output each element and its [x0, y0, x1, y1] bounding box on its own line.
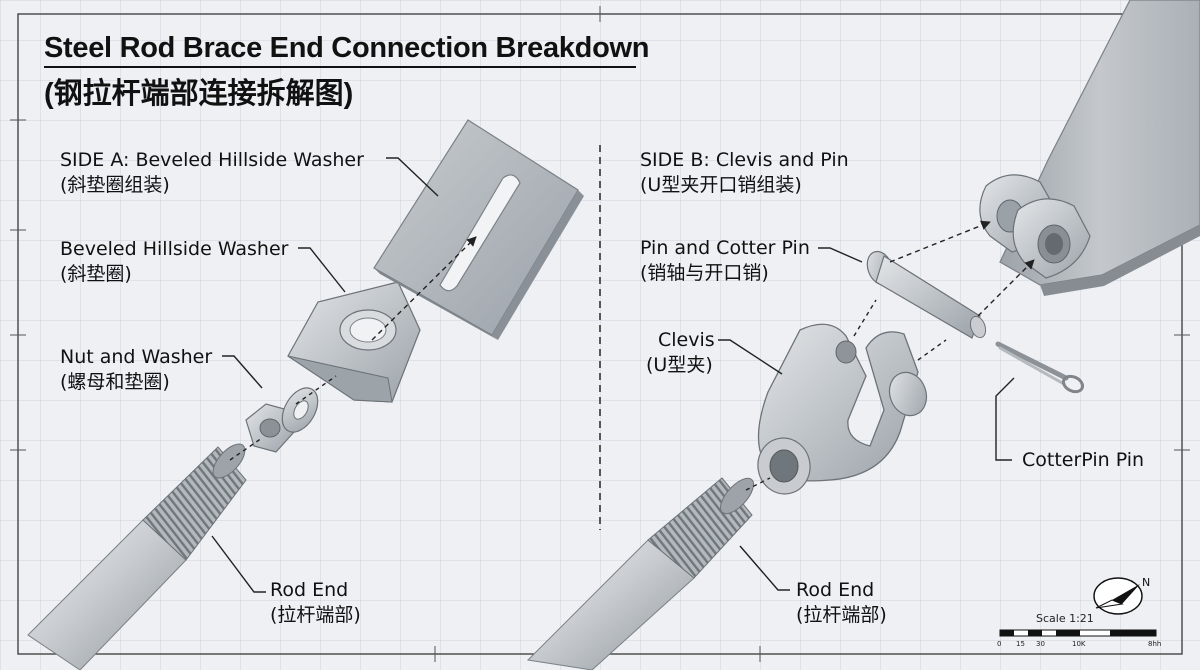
slotted-plate	[373, 119, 584, 340]
scale-tick: 30	[1036, 640, 1045, 648]
cotter-pin-label: CotterPin Pin	[1022, 448, 1144, 473]
clevis	[757, 323, 928, 495]
pin-label-zh: (销轴与开口销)	[640, 262, 769, 284]
beveled-hillside-washer	[287, 281, 421, 403]
clevis-pin	[866, 250, 987, 339]
pin-label: Pin and Cotter Pin (销轴与开口销)	[640, 236, 810, 286]
page-subtitle: (钢拉杆端部连接拆解图)	[44, 78, 354, 110]
rod-end-a-label-en: Rod End	[270, 579, 349, 601]
beveled-washer-label: Beveled Hillside Washer (斜垫圈)	[60, 237, 288, 287]
leaders-b	[718, 247, 1015, 591]
rod-end-a-label-zh: (拉杆端部)	[270, 604, 361, 626]
side-a-header-en: SIDE A: Beveled Hillside Washer	[60, 149, 364, 171]
side-b-header: SIDE B: Clevis and Pin (U型夹开口销组装)	[640, 148, 849, 198]
scale-tick: 15	[1016, 640, 1025, 648]
rod-end-b-label-zh: (拉杆端部)	[796, 604, 887, 626]
cotter-pin	[995, 341, 1085, 394]
page-title: Steel Rod Brace End Connection Breakdown	[44, 32, 650, 64]
beveled-washer-label-en: Beveled Hillside Washer	[60, 238, 289, 260]
assembly-arrows-a	[229, 236, 477, 461]
scale-tick: 10K	[1072, 640, 1086, 648]
side-b-header-zh: (U型夹开口销组装)	[640, 174, 802, 196]
rod-end-b	[526, 477, 754, 670]
pin-label-en: Pin and Cotter Pin	[640, 237, 810, 259]
rod-end-a	[27, 443, 247, 670]
scale-tick: 0	[997, 640, 1002, 648]
beveled-washer-label-zh: (斜垫圈)	[60, 263, 132, 285]
assembly-arrows-b	[745, 220, 1035, 491]
north-arrow	[1093, 577, 1143, 615]
title-underline	[44, 66, 636, 68]
clevis-label-en: Clevis	[658, 329, 715, 351]
cotter-pin-label-en: CotterPin Pin	[1022, 449, 1145, 471]
scale-bar	[999, 629, 1157, 637]
nut-washer-label: Nut and Washer (螺母和垫圈)	[60, 345, 212, 395]
flat-washer	[281, 387, 319, 433]
nut-washer-label-zh: (螺母和垫圈)	[60, 371, 170, 393]
side-a-header: SIDE A: Beveled Hillside Washer (斜垫圈组装)	[60, 148, 364, 198]
rod-end-b-label: Rod End (拉杆端部)	[796, 578, 887, 628]
bracket-lugs	[979, 174, 1091, 279]
side-a-header-zh: (斜垫圈组装)	[60, 174, 170, 196]
clevis-label-zh: (U型夹)	[646, 354, 713, 376]
north-label: N	[1142, 576, 1151, 589]
rod-end-a-label: Rod End (拉杆端部)	[270, 578, 361, 628]
clevis-label: Clevis (U型夹)	[646, 328, 715, 378]
scale-label: Scale 1:21	[1036, 612, 1094, 625]
rod-end-b-label-en: Rod End	[796, 579, 875, 601]
nut-washer-label-en: Nut and Washer	[60, 346, 213, 368]
leaders-a	[211, 157, 439, 593]
scale-tick: 8hh	[1148, 640, 1162, 648]
side-b-header-en: SIDE B: Clevis and Pin	[640, 149, 849, 171]
